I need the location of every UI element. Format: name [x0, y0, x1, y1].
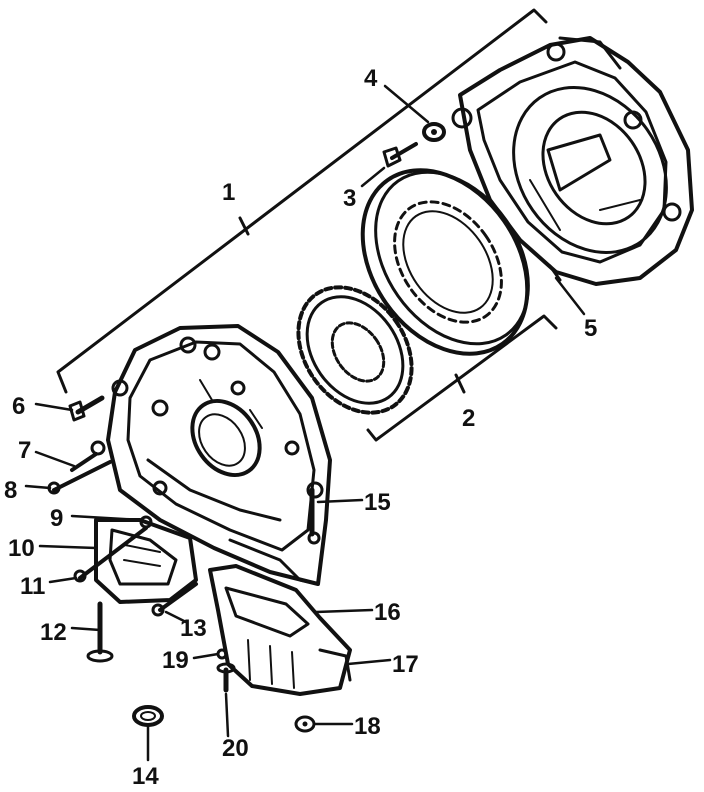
callout-9: 9: [50, 505, 63, 532]
bolt-6: [68, 395, 105, 422]
bolt-15: [307, 487, 321, 545]
bracket-assembly-2: [366, 314, 558, 442]
bolt-7: [70, 440, 106, 472]
callout-5: 5: [584, 315, 597, 342]
nut-18: [294, 715, 316, 733]
inner-gear: [296, 285, 414, 415]
callout-14: 14: [132, 763, 159, 790]
callout-6: 6: [12, 393, 25, 420]
bolt-3: [382, 142, 418, 168]
pump-body-left: [94, 518, 198, 604]
callout-10: 10: [8, 535, 35, 562]
callout-11: 11: [20, 573, 45, 600]
callout-labels: 1 2 3 4 5 6 7 8 9 10 11 12 13 14 15 16 1…: [4, 65, 597, 790]
callout-4: 4: [364, 65, 378, 92]
bolt-12: [86, 601, 114, 663]
callout-12: 12: [40, 619, 67, 646]
callout-20: 20: [222, 735, 249, 762]
callout-7: 7: [18, 437, 31, 464]
callout-17: 17: [392, 651, 419, 678]
callout-1: 1: [222, 179, 235, 206]
callout-2: 2: [462, 405, 475, 432]
callout-16: 16: [374, 599, 401, 626]
callout-13: 13: [180, 615, 207, 642]
callout-15: 15: [364, 489, 391, 516]
leader-lines: [24, 84, 586, 762]
nut-14: [132, 705, 164, 727]
valve-body: [208, 564, 352, 696]
bolt-13: [151, 582, 198, 617]
callout-8: 8: [4, 477, 17, 504]
bracket-assembly-1: [56, 8, 548, 394]
outer-ring-gear: [360, 168, 530, 356]
bolt-20: [216, 662, 236, 693]
bolt-11: [73, 526, 148, 583]
callout-3: 3: [343, 185, 356, 212]
pin-5: [548, 264, 562, 282]
washer-4: [422, 122, 446, 142]
callout-19: 19: [162, 647, 189, 674]
rear-housing: [451, 36, 694, 286]
callout-18: 18: [354, 713, 381, 740]
front-cover: [106, 324, 332, 586]
